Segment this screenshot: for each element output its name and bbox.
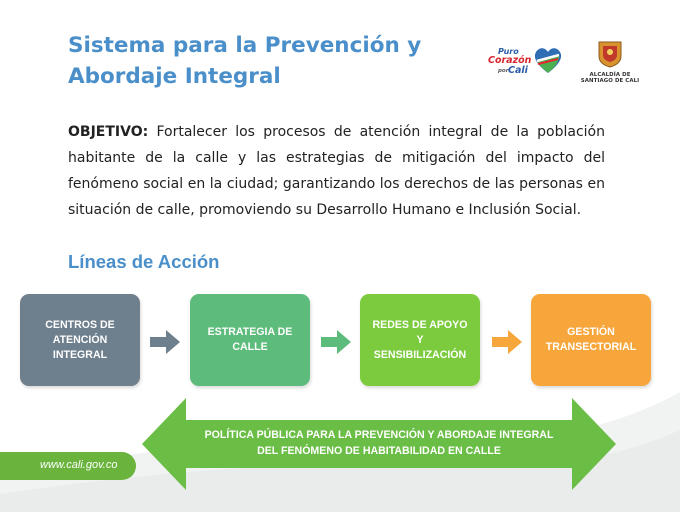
box-line: INTEGRAL	[52, 348, 108, 361]
arrow-right-icon	[150, 330, 180, 354]
box-line: TRANSECTORIAL	[545, 341, 637, 353]
policy-banner-text: POLÍTICA PÚBLICA PARA LA PREVENCIÓN Y AB…	[172, 427, 586, 459]
title-line-2: Abordaje Integral	[68, 64, 281, 89]
box-line: GESTIÓN	[567, 326, 615, 338]
puro-corazon-logo: Puro Corazón por Cali	[486, 44, 566, 80]
action-box-centros: CENTROS DE ATENCIÓN INTEGRAL	[20, 294, 140, 386]
logo-word-cali: Cali	[508, 65, 528, 76]
alcaldia-line-2: SANTIAGO DE CALI	[580, 78, 640, 84]
objective-text: Fortalecer los procesos de atención inte…	[68, 124, 605, 218]
box-line: CALLE	[232, 341, 268, 353]
objective-paragraph: OBJETIVO: Fortalecer los procesos de ate…	[68, 119, 605, 223]
action-box-gestion: GESTIÓN TRANSECTORIAL	[531, 294, 651, 386]
arrow-right-icon	[321, 330, 351, 354]
double-arrow-icon	[142, 398, 616, 490]
heart-icon	[534, 48, 562, 73]
box-line: ATENCIÓN	[52, 333, 108, 346]
box-line: Y	[416, 333, 424, 346]
section-subtitle: Líneas de Acción	[68, 251, 220, 272]
box-line: CENTROS DE	[45, 318, 115, 331]
objective-label: OBJETIVO:	[68, 124, 149, 140]
action-box-redes: REDES DE APOYO Y SENSIBILIZACIÓN	[360, 294, 480, 386]
banner-line-2: DEL FENÓMENO DE HABITABILIDAD EN CALLE	[257, 445, 501, 457]
action-box-estrategia: ESTRATEGIA DE CALLE	[190, 294, 310, 386]
arrow-right-icon	[492, 330, 522, 354]
website-link[interactable]: www.cali.gov.co	[40, 459, 118, 471]
logo-word-corazon: Corazón	[488, 55, 532, 66]
alcaldia-logo: ALCALDÍA DE SANTIAGO DE CALI	[578, 40, 642, 84]
url-pill	[0, 452, 136, 480]
logo-word-por: por	[498, 68, 509, 74]
coat-of-arms-icon	[598, 41, 622, 68]
box-line: SENSIBILIZACIÓN	[373, 348, 467, 361]
title-line-1: Sistema para la Prevención y	[68, 33, 422, 58]
slide-title: Sistema para la Prevención y Abordaje In…	[68, 30, 468, 92]
box-line: REDES DE APOYO	[372, 318, 468, 331]
banner-line-1: POLÍTICA PÚBLICA PARA LA PREVENCIÓN Y AB…	[204, 429, 554, 441]
logo-word-puro: Puro	[498, 47, 519, 56]
box-line: ESTRATEGIA DE	[207, 326, 293, 338]
alcaldia-line-1: ALCALDÍA DE	[589, 72, 631, 78]
